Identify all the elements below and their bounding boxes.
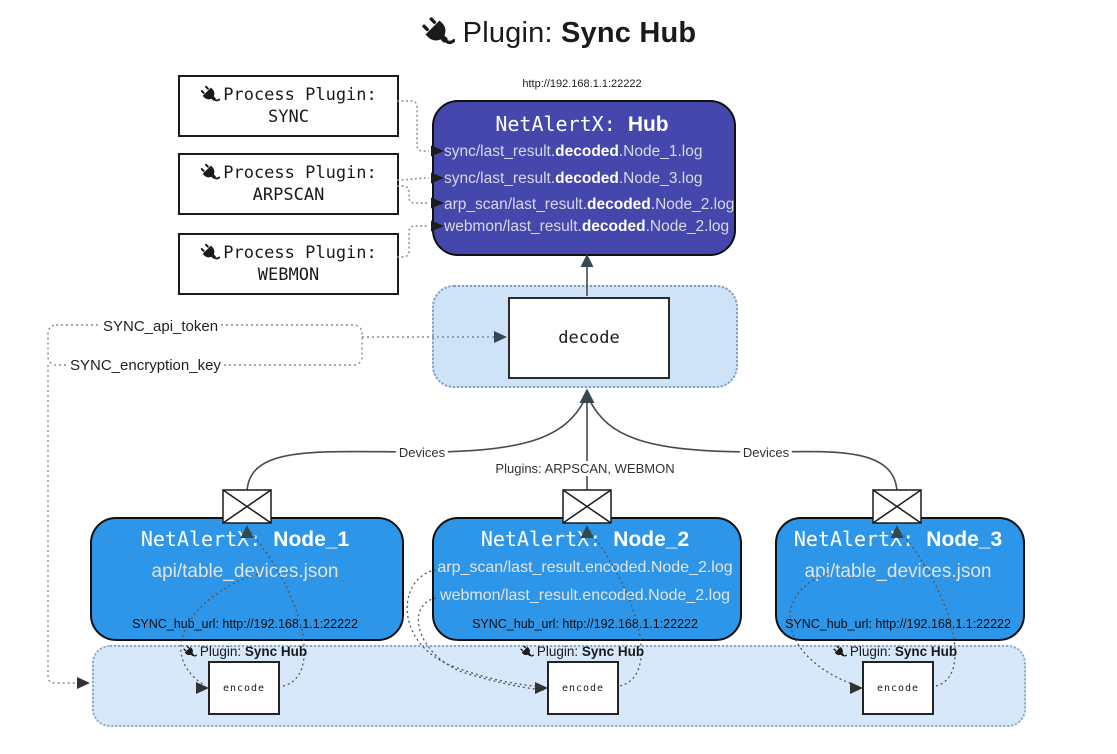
edge-label-devices-left: Devices <box>395 445 449 460</box>
plug-icon <box>201 163 221 180</box>
hub-log-line: sync/last_result.decoded.Node_3.log <box>444 170 703 187</box>
process-plugin-name-webmon: WEBMON <box>257 265 320 285</box>
encode-box: encode <box>862 661 934 715</box>
edge-label-devices-right: Devices <box>739 445 793 460</box>
process-plugin-box-sync: Process Plugin: SYNC <box>178 75 399 137</box>
node-3-hub-url: SYNC_hub_url: http://192.168.1.1:22222 <box>785 617 1011 631</box>
converge-arrowhead <box>579 388 595 403</box>
plug-icon <box>201 243 221 260</box>
plug-icon <box>201 85 221 102</box>
encode-box: encode <box>208 661 280 715</box>
process-plugin-box-arpscan: Process Plugin: ARPSCAN <box>178 153 399 215</box>
node-2-title: NetAlertX: Node_2 <box>480 527 690 551</box>
secrets-to-band-arrowhead <box>77 677 90 689</box>
process-plugin-name-arpscan: ARPSCAN <box>252 185 325 205</box>
page-title: Plugin: Sync Hub <box>0 16 1117 50</box>
band-plugin-label: Plugin: Sync Hub <box>183 644 307 659</box>
band-plugin-label: Plugin: Sync Hub <box>833 644 957 659</box>
hub-title-name: Hub <box>627 113 669 136</box>
hub-log-line: webmon/last_result.decoded.Node_2.log <box>444 218 730 235</box>
plug-icon <box>833 645 847 657</box>
plug-icon <box>421 17 455 45</box>
page-title-text: Plugin: Sync Hub <box>463 17 697 50</box>
title-label: Plugin: <box>462 16 553 49</box>
node-2-file: arp_scan/last_result.encoded.Node_2.log <box>437 559 733 576</box>
hub-url: http://192.168.1.1:22222 <box>522 78 642 90</box>
sync-encryption-key-label: SYNC_encryption_key <box>67 357 224 374</box>
sync-api-token-label: SYNC_api_token <box>100 318 222 335</box>
node-3-file: api/table_devices.json <box>804 561 992 582</box>
edge-label-plugins: Plugins: ARPSCAN, WEBMON <box>492 461 678 476</box>
process-plugin-label: Process Plugin: <box>223 243 377 263</box>
decode-box: decode <box>508 297 670 379</box>
node-2-hub-url: SYNC_hub_url: http://192.168.1.1:22222 <box>472 617 698 631</box>
node-1-file: api/table_devices.json <box>151 561 339 582</box>
node-1-hub-url: SYNC_hub_url: http://192.168.1.1:22222 <box>132 617 358 631</box>
title-name: Sync Hub <box>561 16 697 49</box>
node-2-file: webmon/last_result.encoded.Node_2.log <box>440 587 730 604</box>
encode-box: encode <box>547 661 619 715</box>
hub-title: NetAlertX: Hub <box>432 112 732 137</box>
hub-log-line: sync/last_result.decoded.Node_1.log <box>444 143 703 160</box>
process-plugin-label: Process Plugin: <box>223 85 377 105</box>
hub-title-prefix: NetAlertX: <box>495 112 616 136</box>
hub-box <box>432 100 736 256</box>
node-3-title: NetAlertX: Node_3 <box>793 527 1003 551</box>
process-plugin-name-sync: SYNC <box>268 107 309 127</box>
process-plugin-label: Process Plugin: <box>223 163 377 183</box>
process-plugin-connectors <box>396 100 430 258</box>
process-plugin-box-webmon: Process Plugin: WEBMON <box>178 233 399 295</box>
plug-icon <box>183 645 197 657</box>
node-1-title: NetAlertX: Node_1 <box>140 527 350 551</box>
plug-icon <box>520 645 534 657</box>
band-plugin-label: Plugin: Sync Hub <box>520 644 644 659</box>
hub-log-line: arp_scan/last_result.decoded.Node_2.log <box>444 196 735 213</box>
